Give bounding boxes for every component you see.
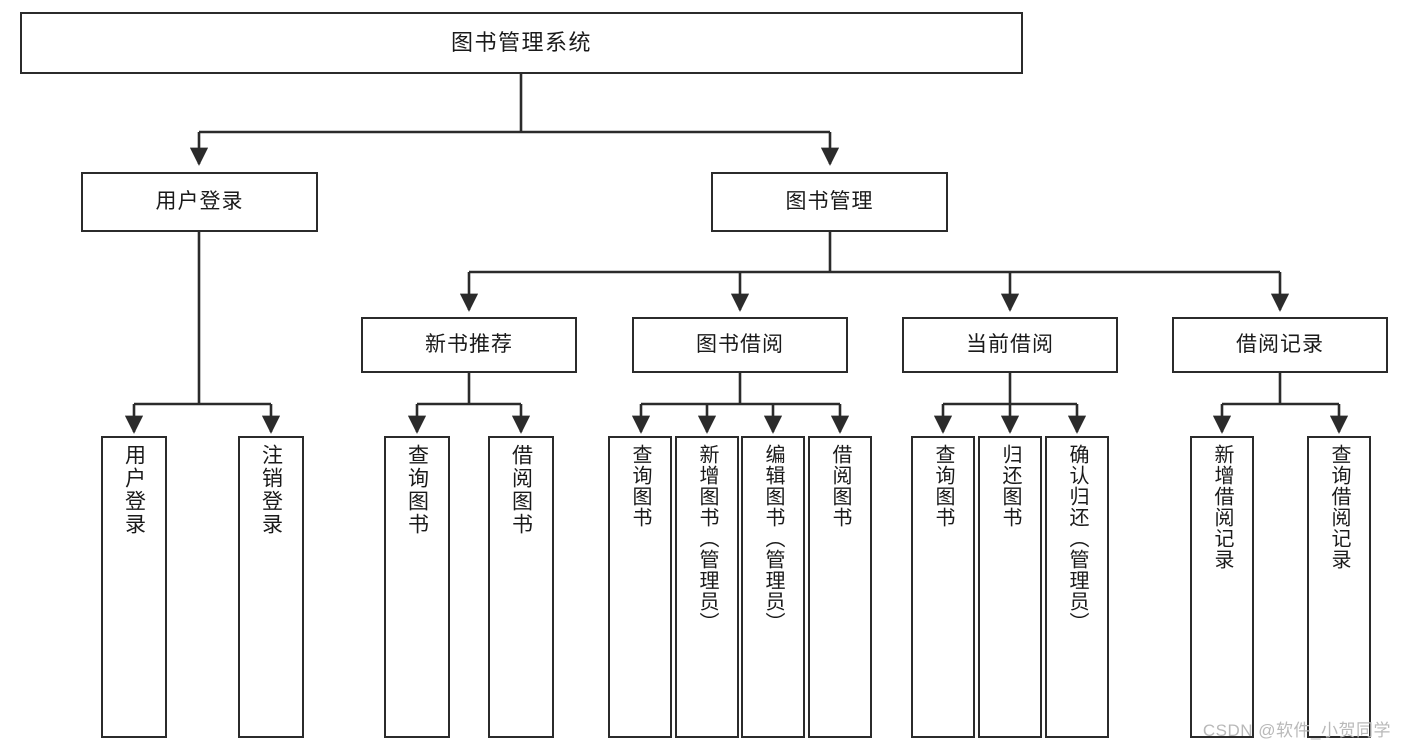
node-borrow-record[interactable]: 借阅记录 (1172, 317, 1388, 373)
node-current-borrow[interactable]: 当前借阅 (902, 317, 1118, 373)
leaf-user-login[interactable]: 用户登录 (101, 436, 167, 738)
node-label: 借阅记录 (1236, 332, 1324, 356)
node-new-book-recommend[interactable]: 新书推荐 (361, 317, 577, 373)
leaf-borrow-add-book-admin[interactable]: 新增图书（管理员） (675, 436, 739, 738)
leaf-current-confirm-return-admin[interactable]: 确认归还（管理员） (1045, 436, 1109, 738)
node-label: 查询图书 (629, 444, 651, 528)
node-label: 确认归还（管理员） (1066, 444, 1088, 633)
node-root-system[interactable]: 图书管理系统 (20, 12, 1023, 74)
node-book-management[interactable]: 图书管理 (711, 172, 948, 232)
node-label: 编辑图书（管理员） (762, 444, 784, 633)
leaf-user-logout[interactable]: 注销登录 (238, 436, 304, 738)
node-label: 图书管理 (785, 189, 874, 213)
node-label: 图书管理系统 (450, 30, 592, 56)
node-label: 归还图书 (999, 444, 1021, 528)
node-label: 注销登录 (259, 444, 283, 536)
leaf-recommend-query-book[interactable]: 查询图书 (384, 436, 450, 738)
node-label: 新增借阅记录 (1211, 444, 1233, 570)
leaf-current-return-book[interactable]: 归还图书 (978, 436, 1042, 738)
leaf-borrow-query-book[interactable]: 查询图书 (608, 436, 672, 738)
node-label: 新增图书（管理员） (696, 444, 718, 633)
node-label: 图书借阅 (696, 332, 784, 356)
node-user-login[interactable]: 用户登录 (81, 172, 318, 232)
leaf-record-add-record[interactable]: 新增借阅记录 (1190, 436, 1254, 738)
csdn-watermark: CSDN @软件_小贺同学 (1202, 721, 1391, 740)
node-label: 用户登录 (155, 189, 244, 213)
node-label: 当前借阅 (966, 332, 1054, 356)
node-label: 查询图书 (932, 444, 954, 528)
node-label: 用户登录 (122, 444, 146, 536)
node-book-borrow[interactable]: 图书借阅 (632, 317, 848, 373)
node-label: 借阅图书 (829, 444, 851, 528)
node-label: 查询图书 (405, 444, 429, 536)
leaf-borrow-borrow-book[interactable]: 借阅图书 (808, 436, 872, 738)
leaf-current-query-book[interactable]: 查询图书 (911, 436, 975, 738)
node-label: 新书推荐 (425, 332, 513, 356)
node-label: 查询借阅记录 (1328, 444, 1350, 570)
leaf-borrow-edit-book-admin[interactable]: 编辑图书（管理员） (741, 436, 805, 738)
node-label: 借阅图书 (509, 444, 533, 536)
leaf-record-query-record[interactable]: 查询借阅记录 (1307, 436, 1371, 738)
leaf-recommend-borrow-book[interactable]: 借阅图书 (488, 436, 554, 738)
